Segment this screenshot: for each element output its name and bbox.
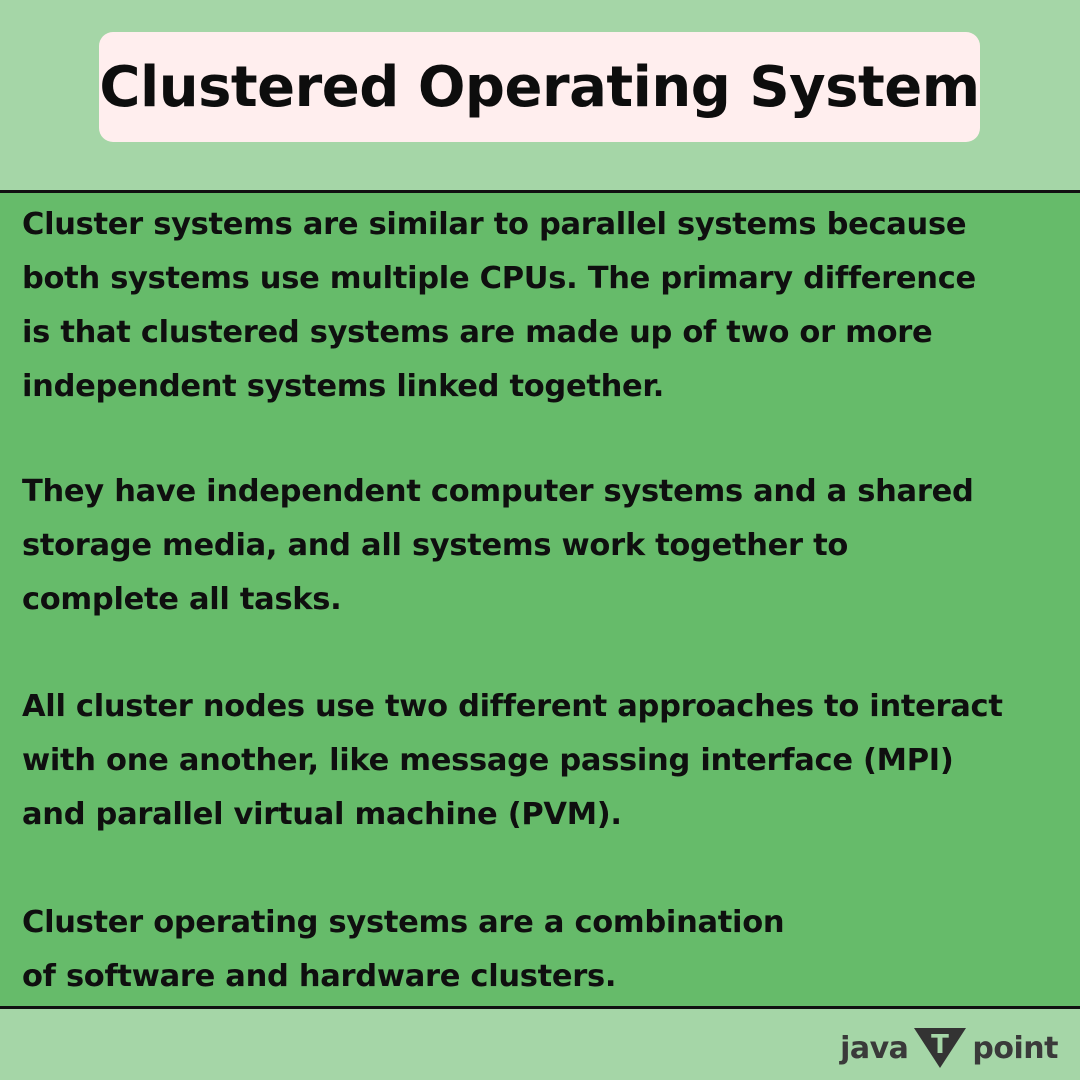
page-title: Clustered Operating System bbox=[99, 54, 980, 120]
paragraph-1: Cluster systems are similar to parallel … bbox=[22, 198, 1062, 414]
logo-word-point: point bbox=[972, 1030, 1058, 1066]
paragraph-line: Cluster systems are similar to parallel … bbox=[22, 207, 967, 242]
title-banner: Clustered Operating System bbox=[99, 32, 980, 142]
paragraph-line: They have independent computer systems a… bbox=[22, 474, 974, 509]
logo-mark-letter: T bbox=[932, 1030, 950, 1060]
paragraph-line: is that clustered systems are made up of… bbox=[22, 315, 933, 350]
paragraph-4: Cluster operating systems are a combinat… bbox=[22, 896, 1062, 1004]
logo-triangle-icon: T bbox=[914, 1028, 967, 1068]
paragraph-line: All cluster nodes use two different appr… bbox=[22, 689, 1003, 724]
logo-word-java: java bbox=[840, 1030, 909, 1066]
content-panel: Cluster systems are similar to parallel … bbox=[0, 190, 1080, 1009]
javatpoint-logo: java T point bbox=[840, 1024, 1058, 1072]
paragraph-line: complete all tasks. bbox=[22, 582, 342, 617]
paragraph-2: They have independent computer systems a… bbox=[22, 465, 1062, 627]
paragraph-line: with one another, like message passing i… bbox=[22, 743, 954, 778]
paragraph-line: and parallel virtual machine (PVM). bbox=[22, 797, 622, 832]
paragraph-line: both systems use multiple CPUs. The prim… bbox=[22, 261, 976, 296]
paragraph-line: of software and hardware clusters. bbox=[22, 959, 617, 994]
paragraph-line: independent systems linked together. bbox=[22, 369, 665, 404]
paragraph-3: All cluster nodes use two different appr… bbox=[22, 680, 1062, 842]
paragraph-line: storage media, and all systems work toge… bbox=[22, 528, 849, 563]
paragraph-line: Cluster operating systems are a combinat… bbox=[22, 905, 785, 940]
